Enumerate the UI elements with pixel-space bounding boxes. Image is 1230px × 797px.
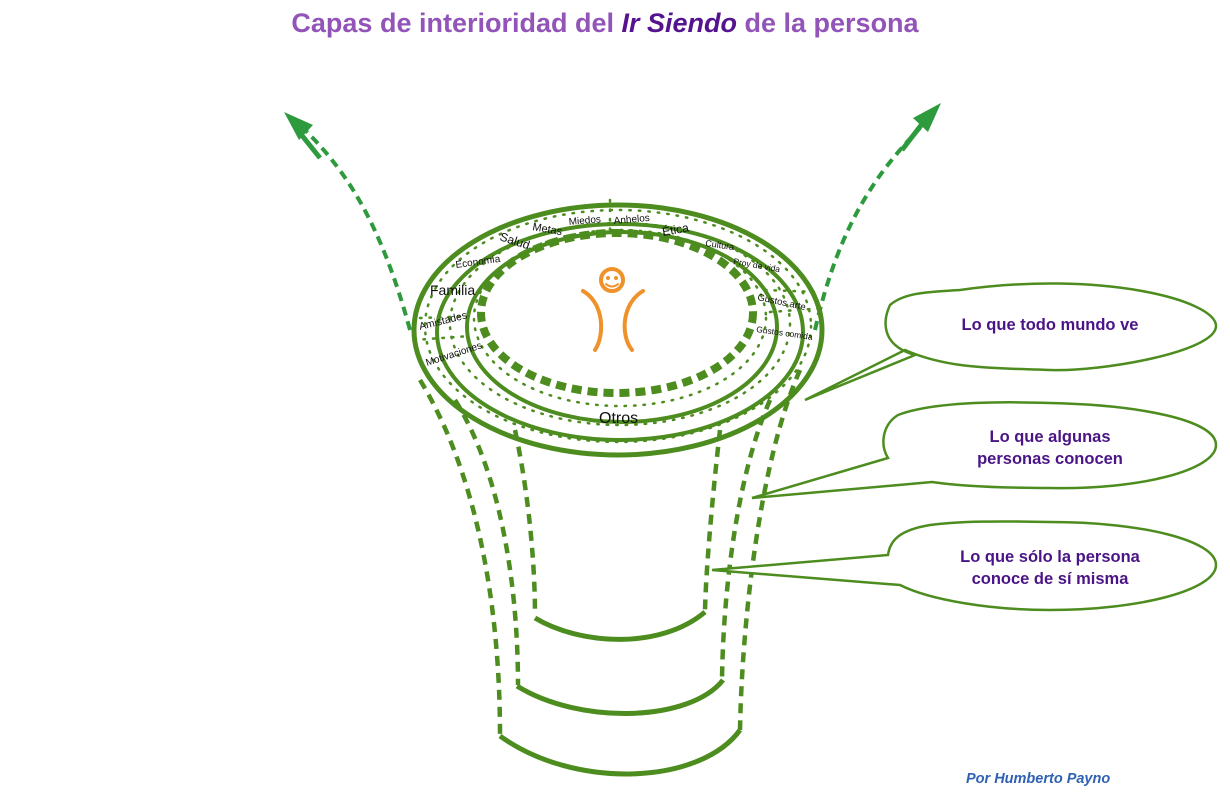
title-prefix: Capas de interioridad del — [291, 8, 622, 38]
bubble-some — [751, 401, 1218, 500]
bubble-self-line2: conoce de sí misma — [971, 570, 1129, 588]
bubble-self-line1: Lo que sólo la persona — [960, 548, 1140, 566]
bubble-self-text: Lo que sólo la persona conoce de sí mism… — [905, 546, 1195, 590]
ring-label-miedos: Miedos — [568, 214, 601, 228]
bubble-visible-text: Lo que todo mundo ve — [905, 314, 1195, 336]
dotted-bands — [412, 198, 827, 444]
bubble-some-line2: personas conocen — [977, 450, 1123, 468]
ring-label-otros: Otros — [599, 410, 638, 427]
inner-ring — [477, 229, 757, 397]
outer-ring — [411, 202, 825, 458]
ring-label-anhelos: Anhelos — [613, 213, 650, 227]
ring-label-familia: Familia — [430, 282, 475, 298]
author-credit: Por Humberto Payno — [966, 771, 1111, 787]
arrow-up-left-icon — [284, 112, 412, 331]
arrow-up-right-icon — [813, 103, 941, 331]
person-figure-icon — [581, 267, 645, 352]
funnel-bottom-bands — [498, 610, 743, 777]
ring-label-gustos-arte: Gustos arte — [756, 292, 806, 313]
title-emphasis: Ir Siendo — [621, 8, 737, 38]
ring-label-metas: Metas — [531, 221, 563, 238]
funnel-walls — [418, 369, 803, 736]
bubble-some-text: Lo que algunas personas conocen — [905, 426, 1195, 470]
bubble-self — [711, 520, 1218, 612]
ring-label-etica: Ética — [661, 219, 690, 238]
bubble-visible-line: Lo que todo mundo ve — [961, 316, 1139, 334]
title-suffix: de la persona — [737, 8, 919, 38]
ring-label-gustos-comida: Gustos comida — [756, 324, 814, 342]
ring-label-cultura: Cultura — [705, 238, 735, 252]
bubble-visible — [804, 282, 1218, 402]
bubble-some-line1: Lo que algunas — [989, 428, 1111, 446]
diagram-title: Capas de interioridad del Ir Siendo de l… — [0, 8, 1210, 39]
